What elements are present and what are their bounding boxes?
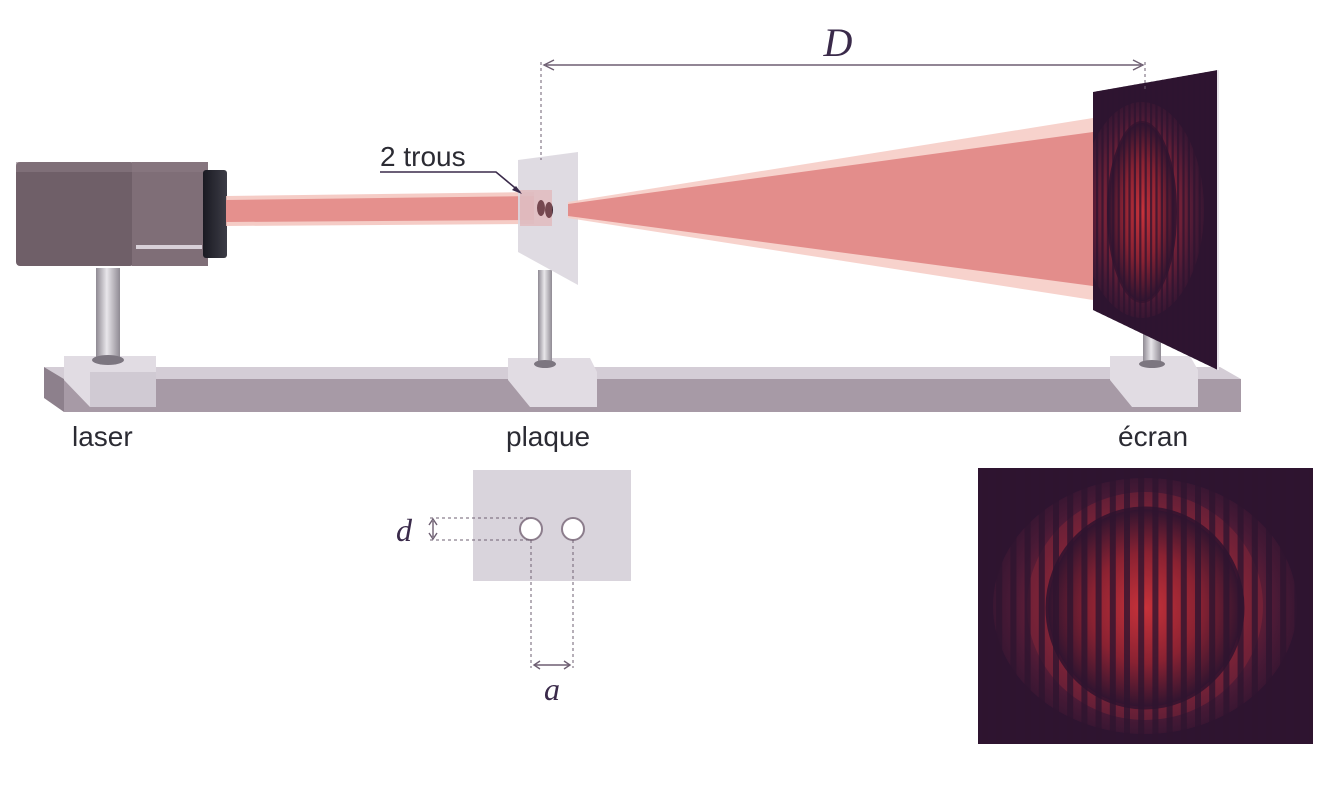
screen-label: écran — [1118, 421, 1188, 452]
holes-label: 2 trous — [380, 141, 466, 172]
screen-assembly — [1093, 70, 1219, 407]
laser-lens — [203, 170, 227, 258]
screen-dark-fringe — [1096, 70, 1099, 370]
screen-dark-fringe — [1150, 70, 1153, 370]
dark-fringe — [1223, 468, 1230, 744]
detail-hole-2 — [561, 517, 585, 541]
dark-fringe — [1053, 468, 1059, 744]
dark-fringe — [1180, 468, 1187, 744]
laser-body — [16, 162, 134, 266]
screen-dark-fringe — [1144, 70, 1147, 370]
screen-dark-fringe — [1193, 70, 1196, 370]
screen-dark-fringe — [1171, 70, 1174, 370]
plate-label: plaque — [506, 421, 590, 452]
screen-dark-fringe — [1112, 70, 1115, 370]
dark-fringe — [1095, 468, 1102, 744]
dark-fringe — [982, 468, 988, 744]
dark-fringe — [1067, 468, 1074, 744]
dark-fringe — [1152, 468, 1159, 744]
plate-detail: d a — [396, 470, 631, 707]
pattern-fringes — [982, 468, 1313, 744]
hole-spacing-label: a — [544, 671, 560, 707]
screen-dark-fringe — [1133, 70, 1136, 370]
laser-label: laser — [72, 421, 133, 452]
screen-dark-fringe — [1128, 70, 1131, 370]
screen-dark-fringe — [1166, 70, 1169, 370]
diffracted-beam — [568, 118, 1093, 300]
incident-beam — [226, 192, 534, 226]
screen-dark-fringe — [1160, 70, 1163, 370]
holes-callout: 2 trous — [380, 141, 522, 194]
dark-fringe — [1038, 468, 1045, 744]
laser-post — [96, 268, 120, 360]
screen-mount-base — [1110, 356, 1198, 407]
plate-detail-rect — [473, 470, 631, 581]
hole-2 — [545, 202, 553, 218]
screen-dark-fringe — [1101, 70, 1104, 370]
screen-dark-fringe — [1204, 70, 1207, 370]
dark-fringe — [1251, 468, 1258, 744]
dark-fringe — [1166, 468, 1173, 744]
screen-dark-fringe — [1182, 70, 1185, 370]
plate-mount-base — [508, 358, 597, 407]
detail-hole-1 — [519, 517, 543, 541]
dark-fringe — [1024, 468, 1031, 744]
screen-fringes — [1096, 70, 1217, 370]
screen-dark-fringe — [1123, 70, 1126, 370]
dark-fringe — [996, 468, 1003, 744]
dark-fringe — [1138, 468, 1145, 744]
dark-fringe — [1109, 468, 1116, 744]
dark-fringe — [1237, 468, 1244, 744]
dark-fringe — [1124, 468, 1130, 744]
hole-1 — [537, 200, 545, 216]
screen-dark-fringe — [1214, 70, 1217, 370]
plate-post — [538, 270, 552, 364]
screen-dark-fringe — [1139, 70, 1142, 370]
screen-dark-fringe — [1117, 70, 1120, 370]
screen-dark-fringe — [1106, 70, 1109, 370]
dark-fringe — [1266, 468, 1272, 744]
dark-fringe — [1195, 468, 1201, 744]
dark-fringe — [1010, 468, 1017, 744]
distance-label: D — [823, 20, 853, 65]
screen-dark-fringe — [1187, 70, 1190, 370]
hole-diameter-label: d — [396, 512, 413, 548]
dark-fringe — [1280, 468, 1287, 744]
dark-fringe — [1294, 468, 1301, 744]
dark-fringe — [1081, 468, 1088, 744]
screen-dark-fringe — [1198, 70, 1201, 370]
distance-dimension: D — [540, 20, 1146, 160]
interference-pattern — [978, 468, 1313, 744]
plate — [518, 152, 578, 285]
screen-dark-fringe — [1209, 70, 1212, 370]
dark-fringe — [1209, 468, 1216, 744]
screen-dark-fringe — [1177, 70, 1180, 370]
dark-fringe — [1308, 468, 1313, 744]
optical-rail — [44, 367, 1241, 412]
plate-assembly — [508, 152, 597, 407]
screen-dark-fringe — [1155, 70, 1158, 370]
laser-assembly — [16, 162, 227, 407]
